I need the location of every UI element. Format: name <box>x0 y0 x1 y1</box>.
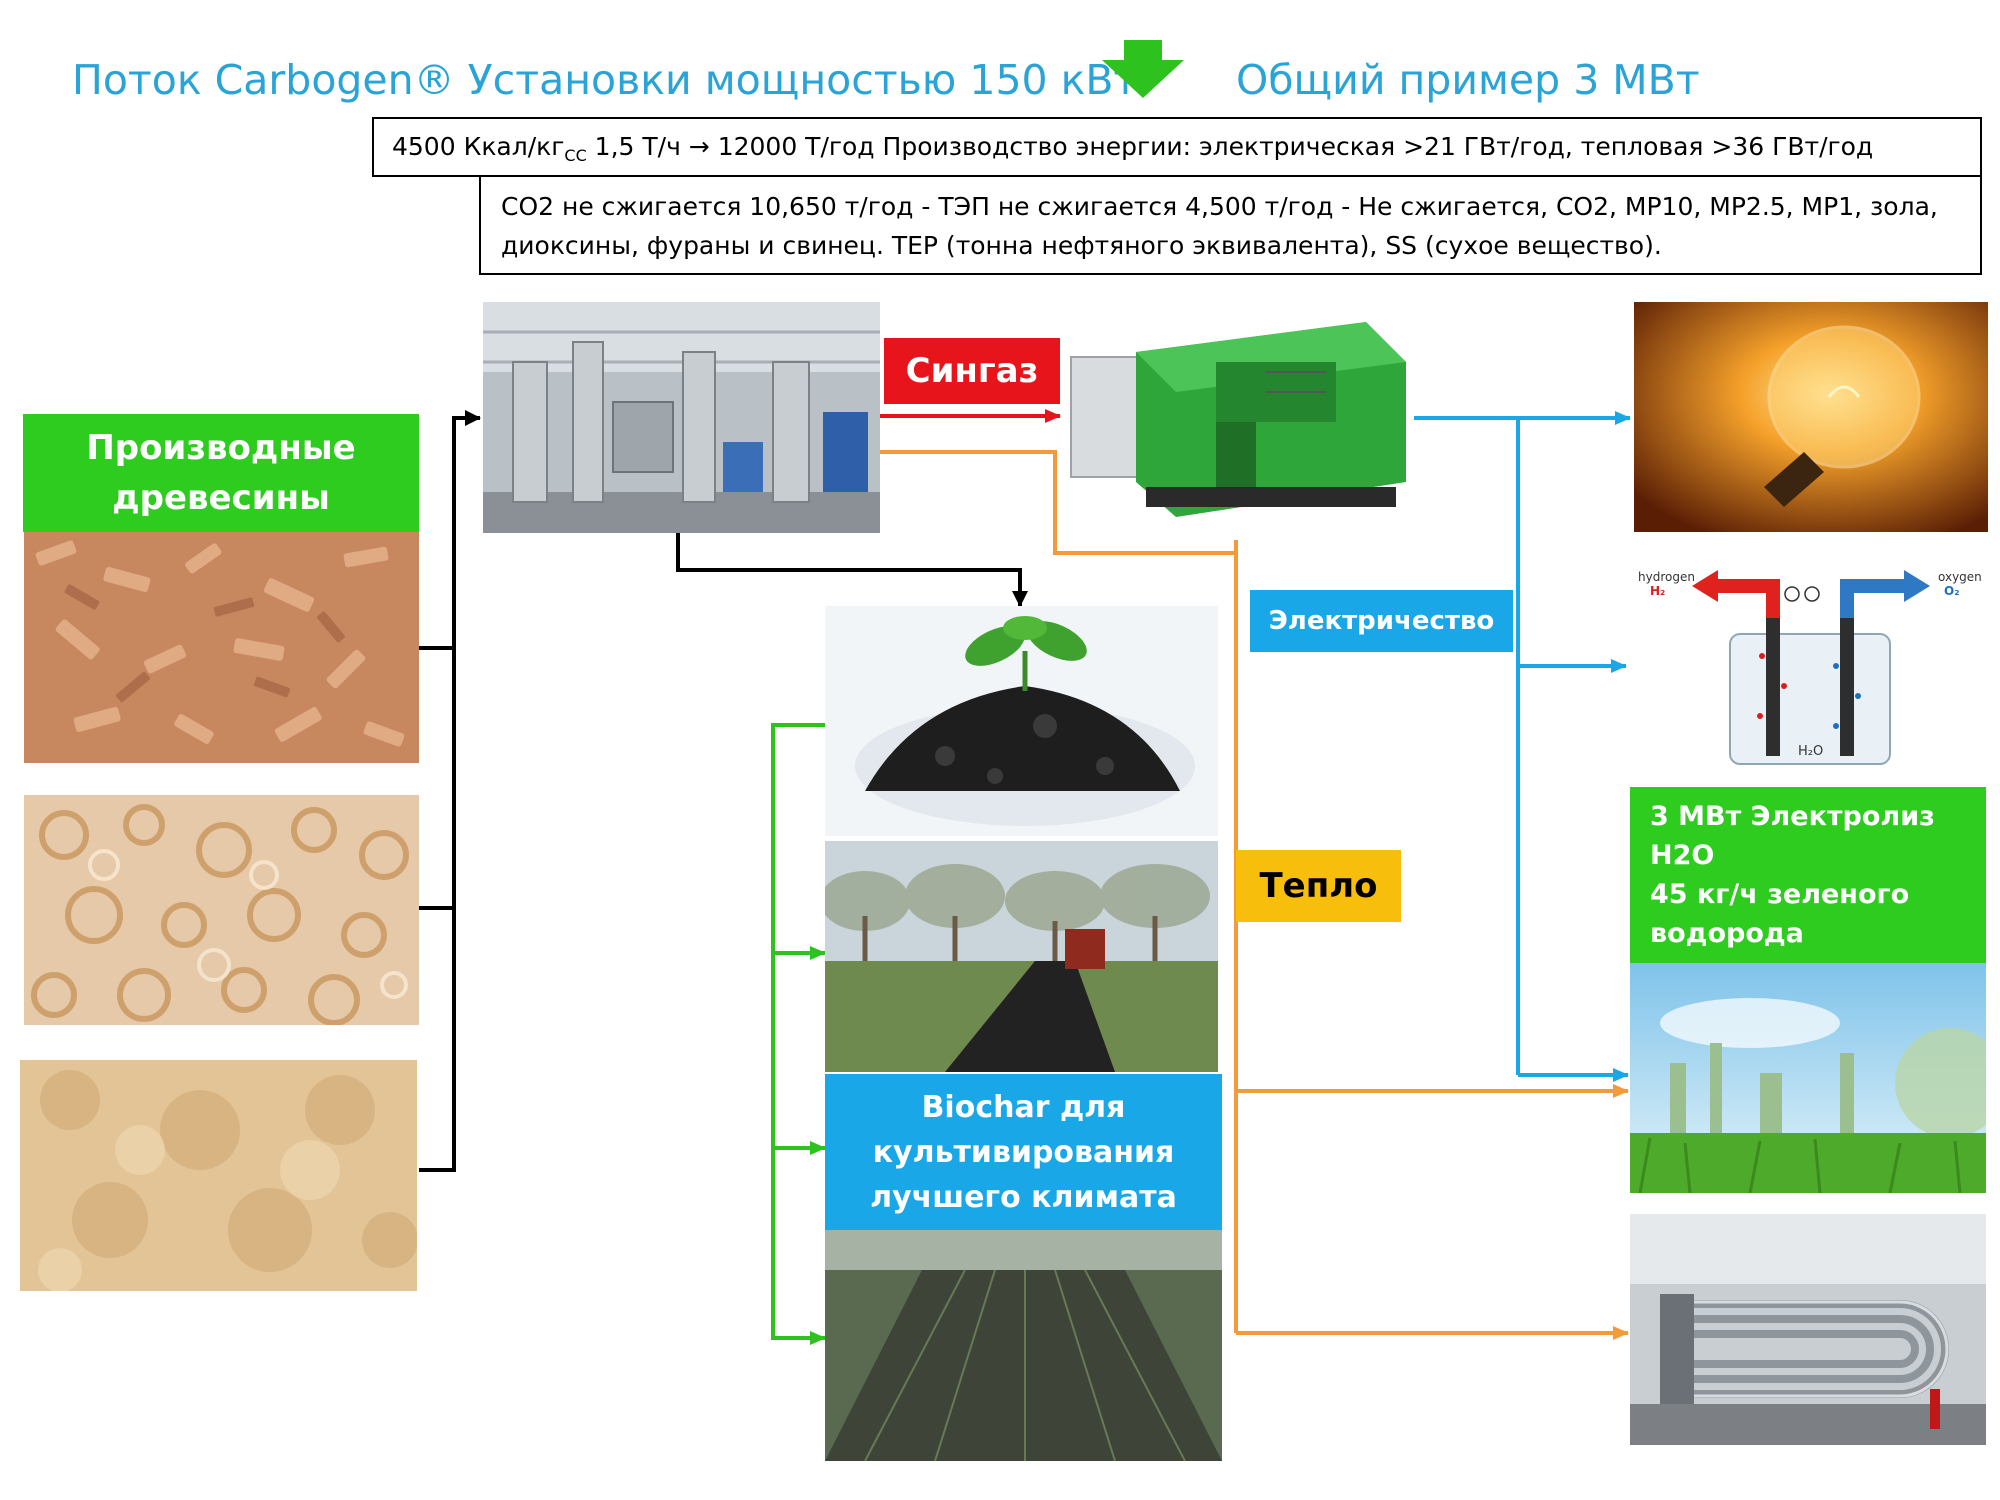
electrolyzer-diagram: hydrogen H₂ oxygen O₂ H₂O <box>1634 556 1988 770</box>
electrolysis-line-4: водорода <box>1650 918 1804 949</box>
electrolysis-label: 3 МВт Электролиз H2O 45 кг/ч зеленого во… <box>1630 787 1986 963</box>
wood-derivatives-label: Производные древесины <box>23 414 419 532</box>
water-label: H₂O <box>1798 744 1824 759</box>
wood-chips-photo <box>24 532 419 763</box>
oxygen-label: oxygen <box>1938 570 1982 584</box>
electrolysis-line-1: 3 МВт Электролиз <box>1650 801 1935 832</box>
down-arrow-icon <box>1102 40 1184 98</box>
electricity-lines <box>1414 411 1631 1082</box>
emissions-info-text: CO2 не сжигается 10,650 т/год - ТЭП не с… <box>501 192 1938 260</box>
sawdust-photo <box>20 1060 417 1291</box>
electrolysis-line-2: H2O <box>1650 840 1715 871</box>
light-bulb-photo <box>1634 302 1988 532</box>
wood-feed-line <box>419 410 481 1172</box>
orchard-photo <box>825 841 1218 1072</box>
biochar-use-lines <box>771 723 826 1345</box>
heat-exchanger-photo <box>1630 1214 1986 1445</box>
syngas-label: Сингаз <box>884 338 1060 404</box>
heat-label-text: Тепло <box>1259 866 1378 906</box>
production-info-text-rest: 1,5 Т/ч → 12000 Т/год Производство энерг… <box>586 132 1874 161</box>
production-info-text: 4500 Ккал/кг <box>392 132 565 161</box>
biochar-label-text: Biochar для культивирования лучшего клим… <box>870 1089 1177 1215</box>
hydrogen-label: hydrogen <box>1638 570 1695 584</box>
generator-photo <box>1066 302 1412 534</box>
o2-label: O₂ <box>1944 584 1960 598</box>
production-info-subscript: CC <box>564 146 587 165</box>
electrolysis-line-3: 45 кг/ч зеленого <box>1650 879 1910 910</box>
title-right: Общий пример 3 МВт <box>1236 56 1700 104</box>
title-left: Поток Carbogen® Установки мощностью 150 … <box>72 56 1138 104</box>
electricity-label-text: Электричество <box>1268 606 1495 636</box>
heat-lines <box>880 450 1629 1340</box>
wood-derivatives-label-text: Производные древесины <box>86 428 356 518</box>
heat-label: Тепло <box>1236 850 1401 922</box>
cultivated-field-photo <box>825 1230 1222 1461</box>
emissions-info-box: CO2 не сжигается 10,650 т/год - ТЭП не с… <box>479 175 1982 275</box>
gasifier-plant-photo <box>483 302 880 533</box>
biochar-soil-photo <box>825 606 1218 836</box>
wood-shavings-photo <box>24 795 419 1025</box>
syngas-label-text: Сингаз <box>905 351 1039 391</box>
biochar-label: Biochar для культивирования лучшего клим… <box>825 1074 1222 1230</box>
electricity-label: Электричество <box>1250 590 1513 652</box>
h2-label: H₂ <box>1650 584 1666 598</box>
green-hydrogen-photo <box>1630 963 1986 1193</box>
biochar-output-line <box>676 533 1028 607</box>
